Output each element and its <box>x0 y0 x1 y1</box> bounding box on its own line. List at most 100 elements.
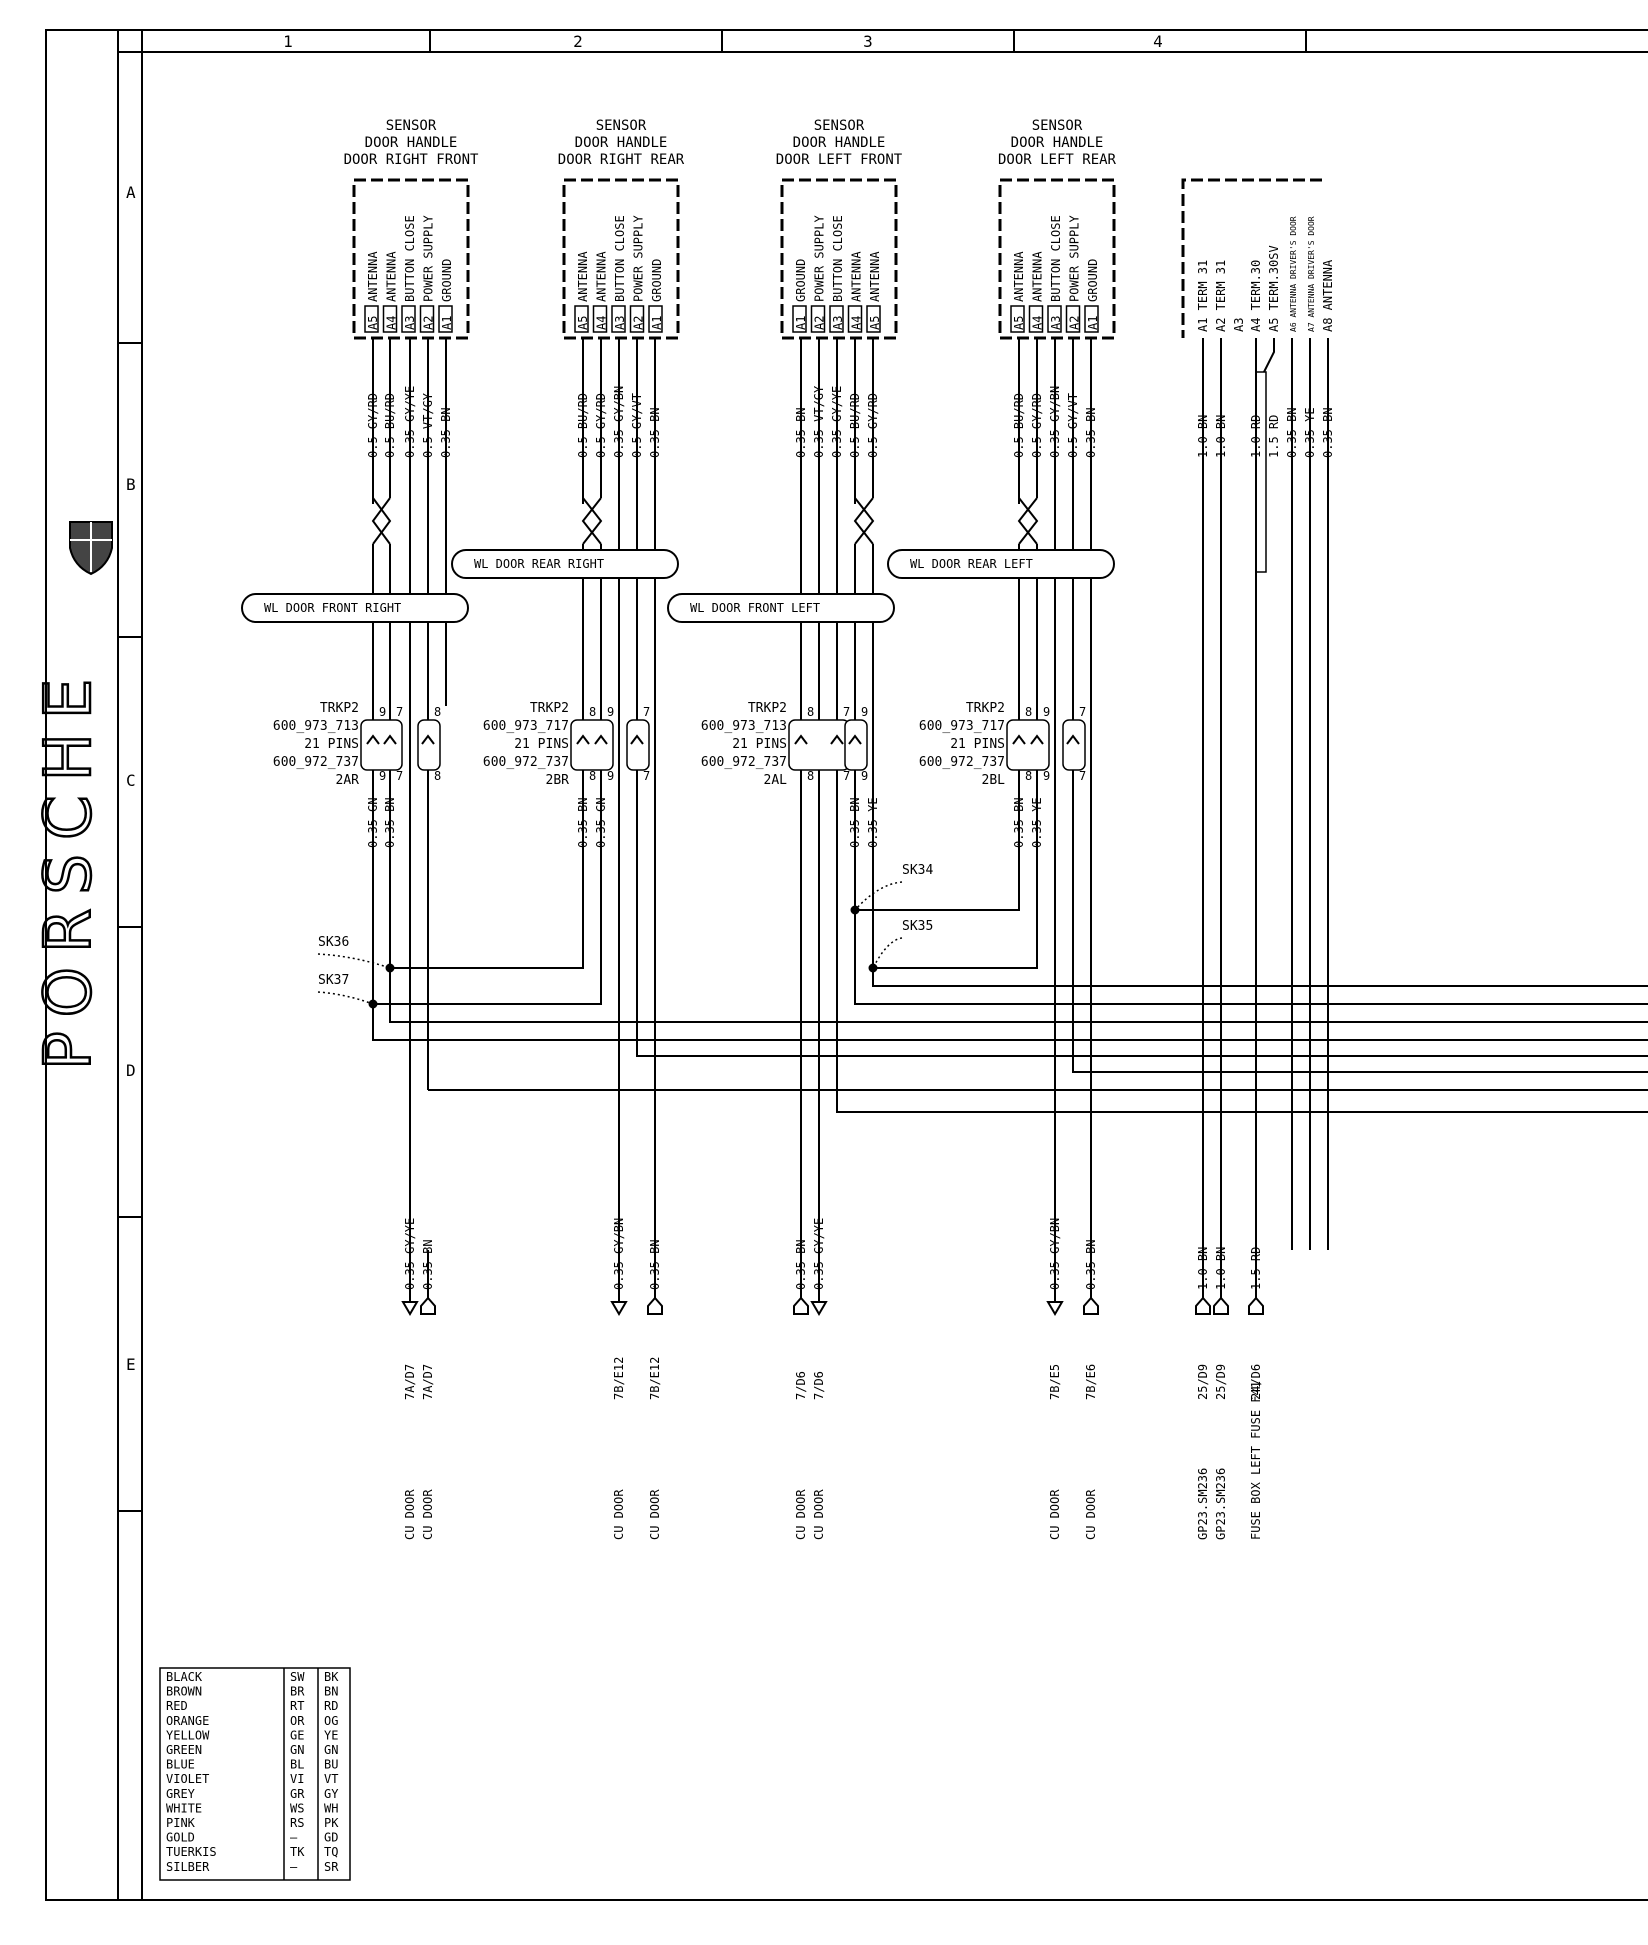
sensor-title: DOOR RIGHT FRONT <box>344 152 479 168</box>
wire-label-mid: 0.35 YE <box>1030 797 1044 848</box>
row-letter: E <box>126 1355 136 1374</box>
route <box>873 706 1038 969</box>
pin-name: ANTENNA <box>850 251 864 302</box>
pin-name: BUTTON CLOSE <box>613 215 627 302</box>
terminal-wire-label: 0.35 GY/YE <box>812 1218 826 1290</box>
connector-pin-icon <box>594 734 608 745</box>
legend-color-name: BLUE <box>166 1758 195 1772</box>
pin-id: A2 <box>1068 316 1082 330</box>
sensor-box <box>780 178 898 340</box>
connector-pin-icon <box>630 734 644 745</box>
legend-code-de: TK <box>290 1845 305 1859</box>
terminal-wire-label: 1.0 BN <box>1214 1247 1228 1290</box>
pin-name: ANTENNA <box>1031 251 1045 302</box>
pin-id: A1 <box>1086 316 1100 330</box>
terminal-wire-label: 1.0 BN <box>1196 1247 1210 1290</box>
cu-wire <box>1263 338 1275 373</box>
wire-label: 0.35 BN <box>648 407 662 458</box>
pin-id: A2 <box>632 316 646 330</box>
splice-leader <box>317 953 391 969</box>
pin-id: A3 <box>403 316 417 330</box>
connector-name: TRKP2 <box>320 701 359 716</box>
pin-cell <box>419 305 435 333</box>
pin-name: BUTTON CLOSE <box>831 215 845 302</box>
pin-cell <box>1047 305 1062 333</box>
terminal-ref: 7/D6 <box>812 1371 826 1400</box>
connector-pins: 21 PINS <box>732 737 787 752</box>
connector-code: 2BL <box>982 773 1006 788</box>
connector-body <box>570 719 614 771</box>
cu-pin-label: A7 ANTENNA DRIVER'S DOOR <box>1307 216 1316 332</box>
terminal-destination: CU DOOR <box>421 1489 435 1540</box>
column-number: 4 <box>1153 32 1163 51</box>
sensor-title: DOOR LEFT FRONT <box>776 152 903 168</box>
wire-label-mid: 0.35 YE <box>866 797 880 848</box>
pin-cell <box>648 305 663 333</box>
connector-pin-num: 7 <box>643 769 650 783</box>
connector-body <box>788 719 850 771</box>
connector-part1: 600_973_717 <box>919 719 1005 734</box>
connector-name: TRKP2 <box>966 701 1005 716</box>
sensor-box <box>562 178 680 340</box>
terminal-destination: GP23.SM236 <box>1196 1468 1210 1540</box>
pin-id: A4 <box>1031 316 1045 330</box>
wire-label-mid: 0.35 GN <box>594 797 608 848</box>
terminal-arrow-icon <box>1248 1296 1264 1315</box>
wire-label-mid: 0.35 GN <box>366 797 380 848</box>
wire-label: 0.5 BU/RD <box>383 393 397 458</box>
connector-pin-num: 9 <box>1043 769 1050 783</box>
route <box>872 706 1648 987</box>
pin-name: ANTENNA <box>1012 251 1026 302</box>
harness-label: WL DOOR REAR RIGHT <box>474 557 604 571</box>
terminal-arrow-icon <box>420 1296 436 1315</box>
pin-name: BUTTON CLOSE <box>403 215 417 302</box>
terminal-arrow-icon <box>1083 1296 1099 1315</box>
pin-id: A1 <box>650 316 664 330</box>
legend-color-name: GOLD <box>166 1831 195 1845</box>
connector-pin-icon <box>421 734 435 745</box>
connector-pin-num: 8 <box>589 769 596 783</box>
pin-id: A3 <box>613 316 627 330</box>
legend-code-de: OR <box>290 1714 305 1728</box>
legend-code-en: OG <box>324 1714 338 1728</box>
twist-mask <box>371 498 392 544</box>
terminal-destination: CU DOOR <box>794 1489 808 1540</box>
terminal-destination: CU DOOR <box>1084 1489 1098 1540</box>
wire-label: 0.35 VT/GY <box>812 385 826 458</box>
legend-code-de: GN <box>290 1743 304 1757</box>
pin-cell <box>810 305 826 333</box>
terminal-wire-label: 0.35 BN <box>794 1239 808 1290</box>
legend-code-de: VI <box>290 1772 304 1786</box>
connector-pins: 21 PINS <box>950 737 1005 752</box>
pin-name: ANTENNA <box>868 251 882 302</box>
splice-leader <box>872 937 903 969</box>
row-letter: C <box>126 771 136 790</box>
legend-code-de: BL <box>290 1758 304 1772</box>
wire-label: 0.35 GY/YE <box>830 386 844 458</box>
terminal-arrow-icon <box>1046 1301 1064 1316</box>
harness-bar <box>887 549 1115 579</box>
connector-pin-num: 8 <box>434 769 441 783</box>
terminal-ref: 7B/E6 <box>1084 1364 1098 1400</box>
route <box>373 706 602 1005</box>
sensor-title: DOOR HANDLE <box>575 135 668 151</box>
connector-pin-num: 8 <box>1025 769 1032 783</box>
connector-pin-icon <box>1012 734 1026 745</box>
pin-cell <box>829 305 844 333</box>
route <box>390 706 584 969</box>
cu-pin-label: A4 TERM.30 <box>1249 260 1263 332</box>
connector-pin-num: 8 <box>807 705 814 719</box>
connector-name: TRKP2 <box>748 701 787 716</box>
terminal-wire-label: 0.35 GY/BN <box>1048 1218 1062 1290</box>
legend-code-en: YE <box>324 1728 338 1742</box>
splice-dot <box>385 963 395 973</box>
connector-pin-num: 7 <box>1079 705 1086 719</box>
twist-mask <box>581 498 603 544</box>
cu-fuse-bar <box>1255 371 1267 573</box>
pin-name: ANTENNA <box>595 251 609 302</box>
legend-code-en: VT <box>324 1772 338 1786</box>
connector-pin-num: 8 <box>589 705 596 719</box>
wire-label: 0.35 BN <box>794 407 808 458</box>
